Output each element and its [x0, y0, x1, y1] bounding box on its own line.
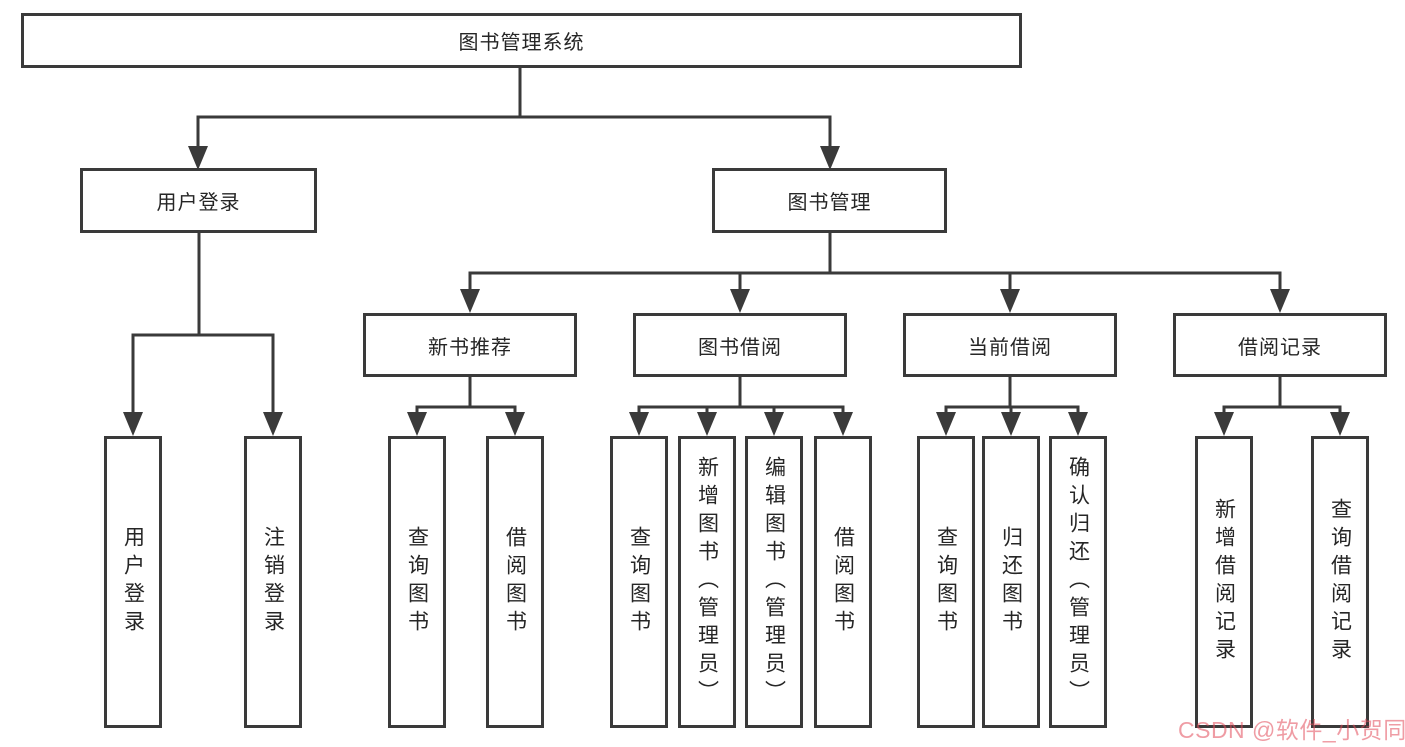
- leaf-logout-login: 注销登录: [244, 436, 302, 728]
- node-label: 图书管理系统: [458, 32, 585, 54]
- leaf-edit-books-admin: 编辑图书（管理员）: [745, 436, 803, 728]
- leaf-label: 编辑图书（管理员）: [762, 456, 786, 708]
- leaf-label: 借阅图书: [503, 526, 527, 638]
- node-label: 当前借阅: [968, 336, 1052, 359]
- node-borrow-records: 借阅记录: [1173, 313, 1387, 377]
- leaf-label: 用户登录: [121, 526, 145, 638]
- leaf-label: 新增图书（管理员）: [695, 456, 719, 708]
- leaf-label: 新增借阅记录: [1212, 498, 1236, 666]
- node-label: 借阅记录: [1238, 336, 1322, 359]
- leaf-query-borrow-record: 查询借阅记录: [1311, 436, 1369, 728]
- leaf-return-books: 归还图书: [982, 436, 1040, 728]
- leaf-borrow-books: 借阅图书: [814, 436, 872, 728]
- node-book-borrowing: 图书借阅: [633, 313, 847, 377]
- leaf-label: 查询图书: [627, 526, 651, 638]
- node-label: 新书推荐: [428, 336, 512, 359]
- leaf-query-books-recommend: 查询图书: [388, 436, 446, 728]
- node-label: 图书管理: [787, 192, 872, 214]
- leaf-borrow-books-recommend: 借阅图书: [486, 436, 544, 728]
- node-book-management: 图书管理: [712, 168, 947, 233]
- node-new-book-recommend: 新书推荐: [363, 313, 577, 377]
- leaf-query-books-borrowing: 查询图书: [610, 436, 668, 728]
- csdn-watermark: CSDN @软件_小贺同学: [1178, 717, 1405, 743]
- leaf-user-login: 用户登录: [104, 436, 162, 728]
- leaf-label: 确认归还（管理员）: [1066, 456, 1090, 708]
- leaf-label: 查询图书: [405, 526, 429, 638]
- leaf-confirm-return-admin: 确认归还（管理员）: [1049, 436, 1107, 728]
- node-current-borrowing: 当前借阅: [903, 313, 1117, 377]
- node-library-management-system: 图书管理系统: [21, 13, 1022, 68]
- leaf-label: 借阅图书: [831, 526, 855, 638]
- leaf-label: 注销登录: [261, 526, 285, 638]
- leaf-add-borrow-record: 新增借阅记录: [1195, 436, 1253, 728]
- leaf-label: 查询图书: [934, 526, 958, 638]
- leaf-label: 查询借阅记录: [1328, 498, 1352, 666]
- arrowheads: [123, 146, 1350, 436]
- leaf-add-books-admin: 新增图书（管理员）: [678, 436, 736, 728]
- leaf-query-books-current: 查询图书: [917, 436, 975, 728]
- leaf-label: 归还图书: [999, 526, 1023, 638]
- node-label: 图书借阅: [698, 336, 782, 359]
- node-label: 用户登录: [156, 192, 241, 214]
- node-user-login: 用户登录: [80, 168, 317, 233]
